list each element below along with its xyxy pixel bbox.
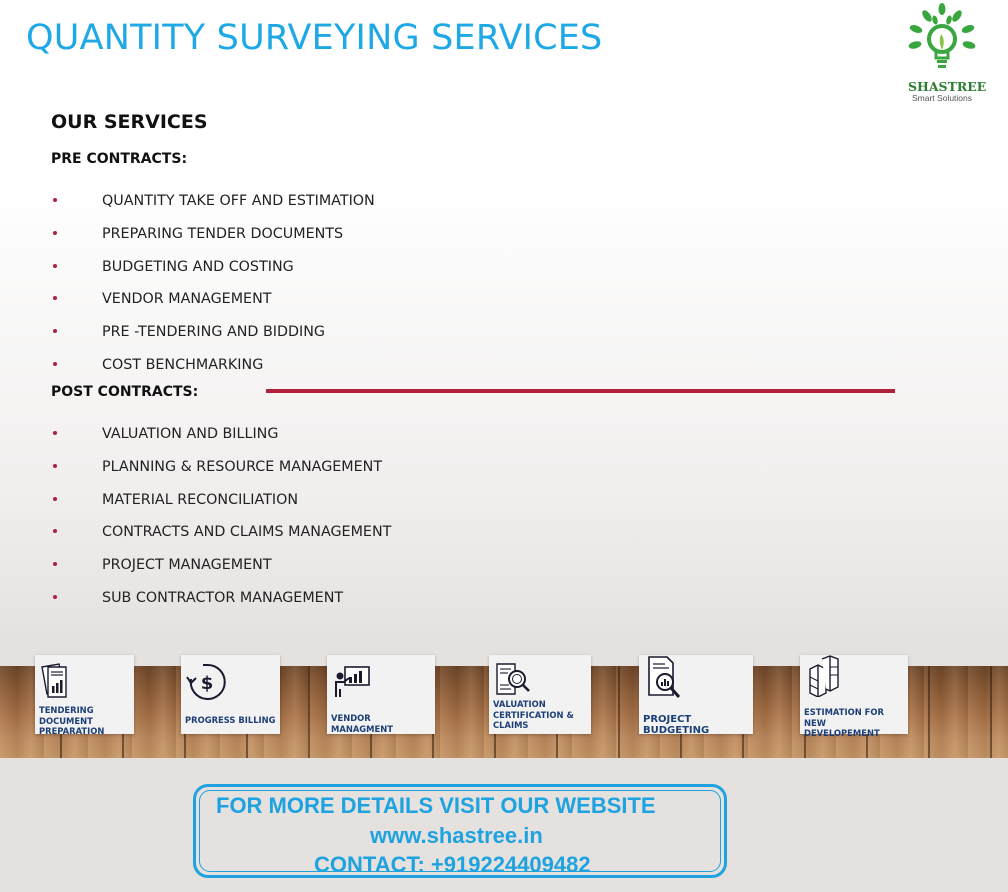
service-label: SUB CONTRACTOR MANAGEMENT (102, 589, 344, 606)
service-card-tendering[interactable]: TENDERING DOCUMENT PREPARATION (35, 655, 134, 736)
service-label: PLANNING & RESOURCE MANAGEMENT (102, 458, 383, 475)
service-card-budgeting[interactable]: PROJECT BUDGETING (639, 655, 753, 736)
bullet-icon (53, 329, 57, 334)
documents-chart-icon (41, 663, 67, 698)
bullet-icon (53, 263, 57, 268)
service-label: QUANTITY TAKE OFF AND ESTIMATION (102, 193, 375, 209)
contact-box: FOR MORE DETAILS VISIT OUR WEBSITE www.s… (193, 784, 727, 878)
card-label: VENDOR MANAGMENT (331, 713, 393, 734)
bullet-icon (53, 496, 57, 501)
service-label: VALUATION AND BILLING (102, 426, 279, 442)
page-title: QUANTITY SURVEYING SERVICES (26, 18, 603, 58)
bullet-icon (53, 529, 57, 534)
service-label: COST BENCHMARKING (102, 356, 264, 373)
bullet-icon (53, 230, 57, 235)
contact-phone[interactable]: CONTACT: +919224409482 (314, 852, 591, 877)
bulb-with-leaves-icon (908, 3, 976, 68)
pre-contracts-title: PRE CONTRACTS: (51, 151, 188, 167)
service-label: CONTRACTS AND CLAIMS MANAGEMENT (102, 524, 392, 541)
service-label: MATERIAL RECONCILIATION (102, 491, 299, 508)
section-divider (266, 389, 895, 393)
card-label: PROJECT BUDGETING (643, 714, 710, 736)
logo-tagline: Smart Solutions (912, 93, 972, 103)
website-prompt: FOR MORE DETAILS VISIT OUR WEBSITE (216, 793, 656, 818)
presenter-chart-icon (335, 666, 370, 697)
service-card-progress-billing[interactable]: $ PROGRESS BILLING (181, 655, 280, 734)
bullet-icon (53, 361, 57, 366)
website-link[interactable]: www.shastree.in (370, 823, 543, 848)
logo-name: SHASTREE (908, 79, 987, 94)
document-magnifier-icon (648, 656, 681, 698)
card-label: VALUATION CERTIFICATION & CLAIMS (493, 699, 574, 730)
card-label: TENDERING DOCUMENT PREPARATION (39, 705, 105, 736)
service-label: PROJECT MANAGEMENT (102, 557, 272, 574)
dollar-cycle-icon: $ (186, 663, 226, 700)
service-label: BUDGETING AND COSTING (102, 258, 294, 275)
service-label: PRE -TENDERING AND BIDDING (102, 324, 326, 341)
bullet-icon (53, 296, 57, 301)
magnifier-document-icon (496, 663, 530, 695)
bullet-icon (53, 562, 57, 567)
card-label: ESTIMATION FOR NEW DEVELOPEMENT (804, 707, 884, 738)
bullet-icon (53, 594, 57, 599)
our-services-heading: OUR SERVICES (51, 111, 208, 133)
service-card-valuation[interactable]: VALUATION CERTIFICATION & CLAIMS (489, 655, 591, 734)
post-contracts-title: POST CONTRACTS: (51, 384, 199, 400)
service-card-estimation[interactable]: ESTIMATION FOR NEW DEVELOPEMENT (800, 655, 908, 738)
card-label: PROGRESS BILLING (185, 715, 276, 725)
contact-box-inner-border (199, 790, 721, 872)
service-label: PREPARING TENDER DOCUMENTS (102, 225, 344, 242)
svg-text:$: $ (201, 673, 214, 694)
service-card-vendor[interactable]: VENDOR MANAGMENT (327, 655, 435, 734)
service-label: VENDOR MANAGEMENT (102, 291, 272, 308)
bullet-icon (53, 198, 57, 202)
company-logo[interactable]: SHASTREE Smart Solutions (898, 2, 987, 103)
building-blocks-icon (809, 655, 839, 697)
bullet-icon (53, 431, 57, 435)
bullet-icon (53, 463, 57, 468)
